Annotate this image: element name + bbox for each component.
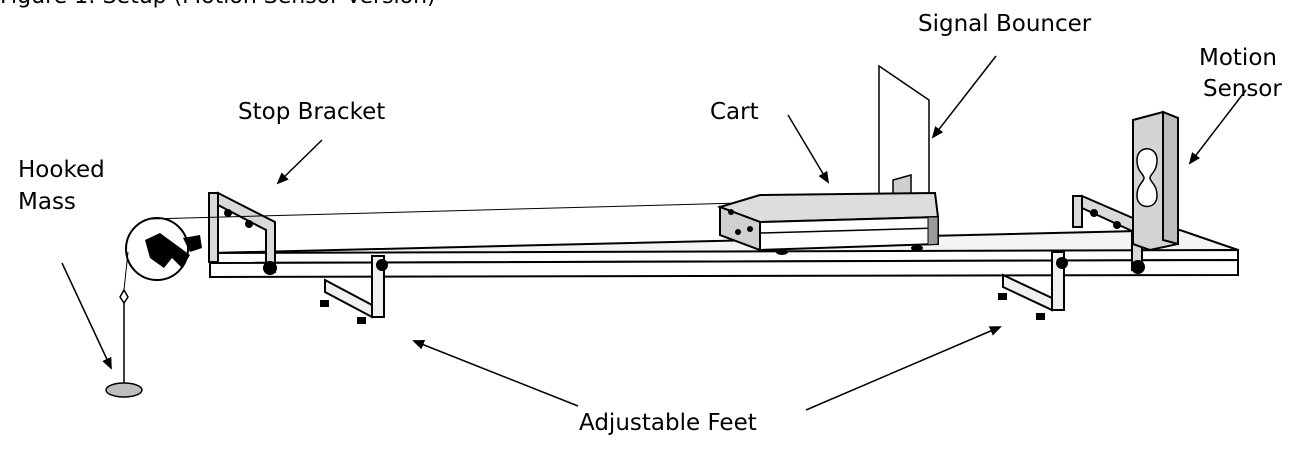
label-hooked: Hooked bbox=[18, 157, 105, 183]
left-adjustable-foot bbox=[320, 255, 388, 324]
label-stop-bracket: Stop Bracket bbox=[238, 99, 386, 125]
sensor-window bbox=[1136, 148, 1158, 208]
cart bbox=[716, 191, 940, 255]
label-motion: Motion bbox=[1199, 45, 1277, 71]
string-horizontal bbox=[149, 202, 741, 220]
label-adjustable-feet: Adjustable Feet bbox=[579, 410, 757, 436]
label-cart: Cart bbox=[710, 99, 759, 125]
track bbox=[209, 228, 1239, 279]
left-stop-bracket bbox=[208, 191, 277, 275]
arrow-motion-sensor bbox=[1188, 89, 1247, 165]
pulley-assembly bbox=[125, 217, 202, 281]
right-adjustable-foot bbox=[998, 251, 1068, 320]
arrow-cart bbox=[787, 114, 830, 184]
pulley-clamp bbox=[145, 233, 190, 268]
track-front-rail-lower bbox=[209, 258, 1239, 279]
arrow-hooked-mass bbox=[61, 262, 112, 370]
arrow-left-foot bbox=[412, 340, 579, 407]
label-mass: Mass bbox=[18, 189, 76, 215]
hooked-mass bbox=[105, 288, 143, 398]
arrow-stop-bracket bbox=[276, 139, 323, 185]
label-sensor: Sensor bbox=[1203, 76, 1282, 102]
arrow-signal-bouncer bbox=[931, 55, 997, 139]
label-signal-bouncer: Signal Bouncer bbox=[918, 11, 1092, 37]
bracket-bolt bbox=[263, 261, 277, 275]
pointer-arrows bbox=[61, 55, 1247, 411]
motion-sensor bbox=[1132, 110, 1179, 252]
string-vertical bbox=[123, 251, 129, 291]
figure-caption: Figure 1: Setup (Motion Sensor Version) bbox=[0, 0, 436, 9]
arrow-right-foot bbox=[805, 326, 1002, 411]
